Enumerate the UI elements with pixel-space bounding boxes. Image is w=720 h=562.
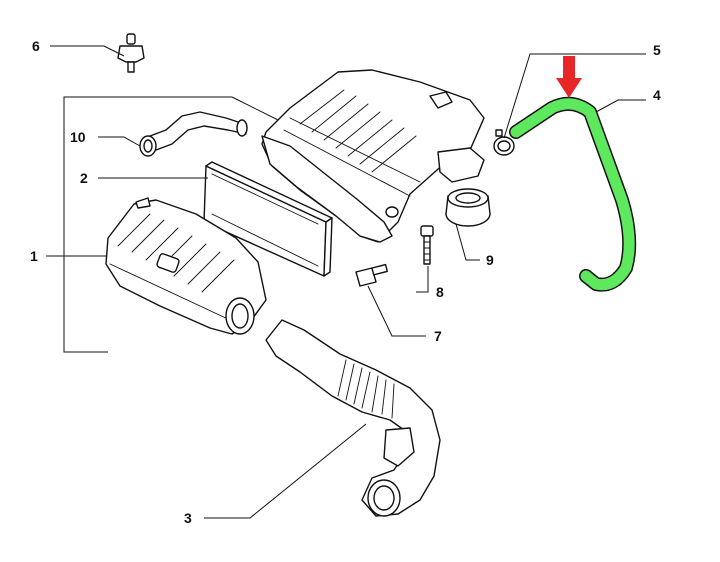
callout-2: 2 — [80, 170, 88, 186]
air-box-housing — [105, 197, 267, 335]
leader-8 — [416, 266, 429, 293]
leader-5 — [503, 53, 646, 139]
leader-7 — [367, 285, 426, 337]
leader-3 — [204, 423, 367, 519]
group-1-bracket-link — [231, 96, 283, 123]
screw — [355, 263, 388, 287]
callout-9: 9 — [486, 252, 494, 268]
callout-10: 10 — [70, 129, 86, 145]
hose-clamp — [493, 129, 515, 156]
callout-8: 8 — [436, 284, 444, 300]
rubber-grommet — [445, 188, 491, 227]
callout-1: 1 — [30, 248, 38, 264]
air-filter-element — [203, 161, 333, 277]
bolt — [420, 225, 434, 265]
callout-5: 5 — [653, 42, 661, 58]
callout-4: 4 — [653, 87, 661, 103]
callout-7: 7 — [434, 328, 442, 344]
group-1-bracket — [63, 96, 232, 353]
push-clip — [117, 33, 145, 73]
callout-3: 3 — [184, 510, 192, 526]
callout-6: 6 — [32, 38, 40, 54]
highlighted-hose — [509, 96, 637, 292]
highlight-arrow-icon — [556, 56, 582, 98]
leader-6 — [50, 45, 125, 57]
leader-4 — [595, 99, 646, 113]
breather-hose — [139, 111, 248, 157]
air-box-cover — [261, 69, 485, 243]
intake-duct — [265, 319, 441, 517]
leader-9 — [455, 223, 480, 261]
leader-10 — [98, 136, 141, 147]
